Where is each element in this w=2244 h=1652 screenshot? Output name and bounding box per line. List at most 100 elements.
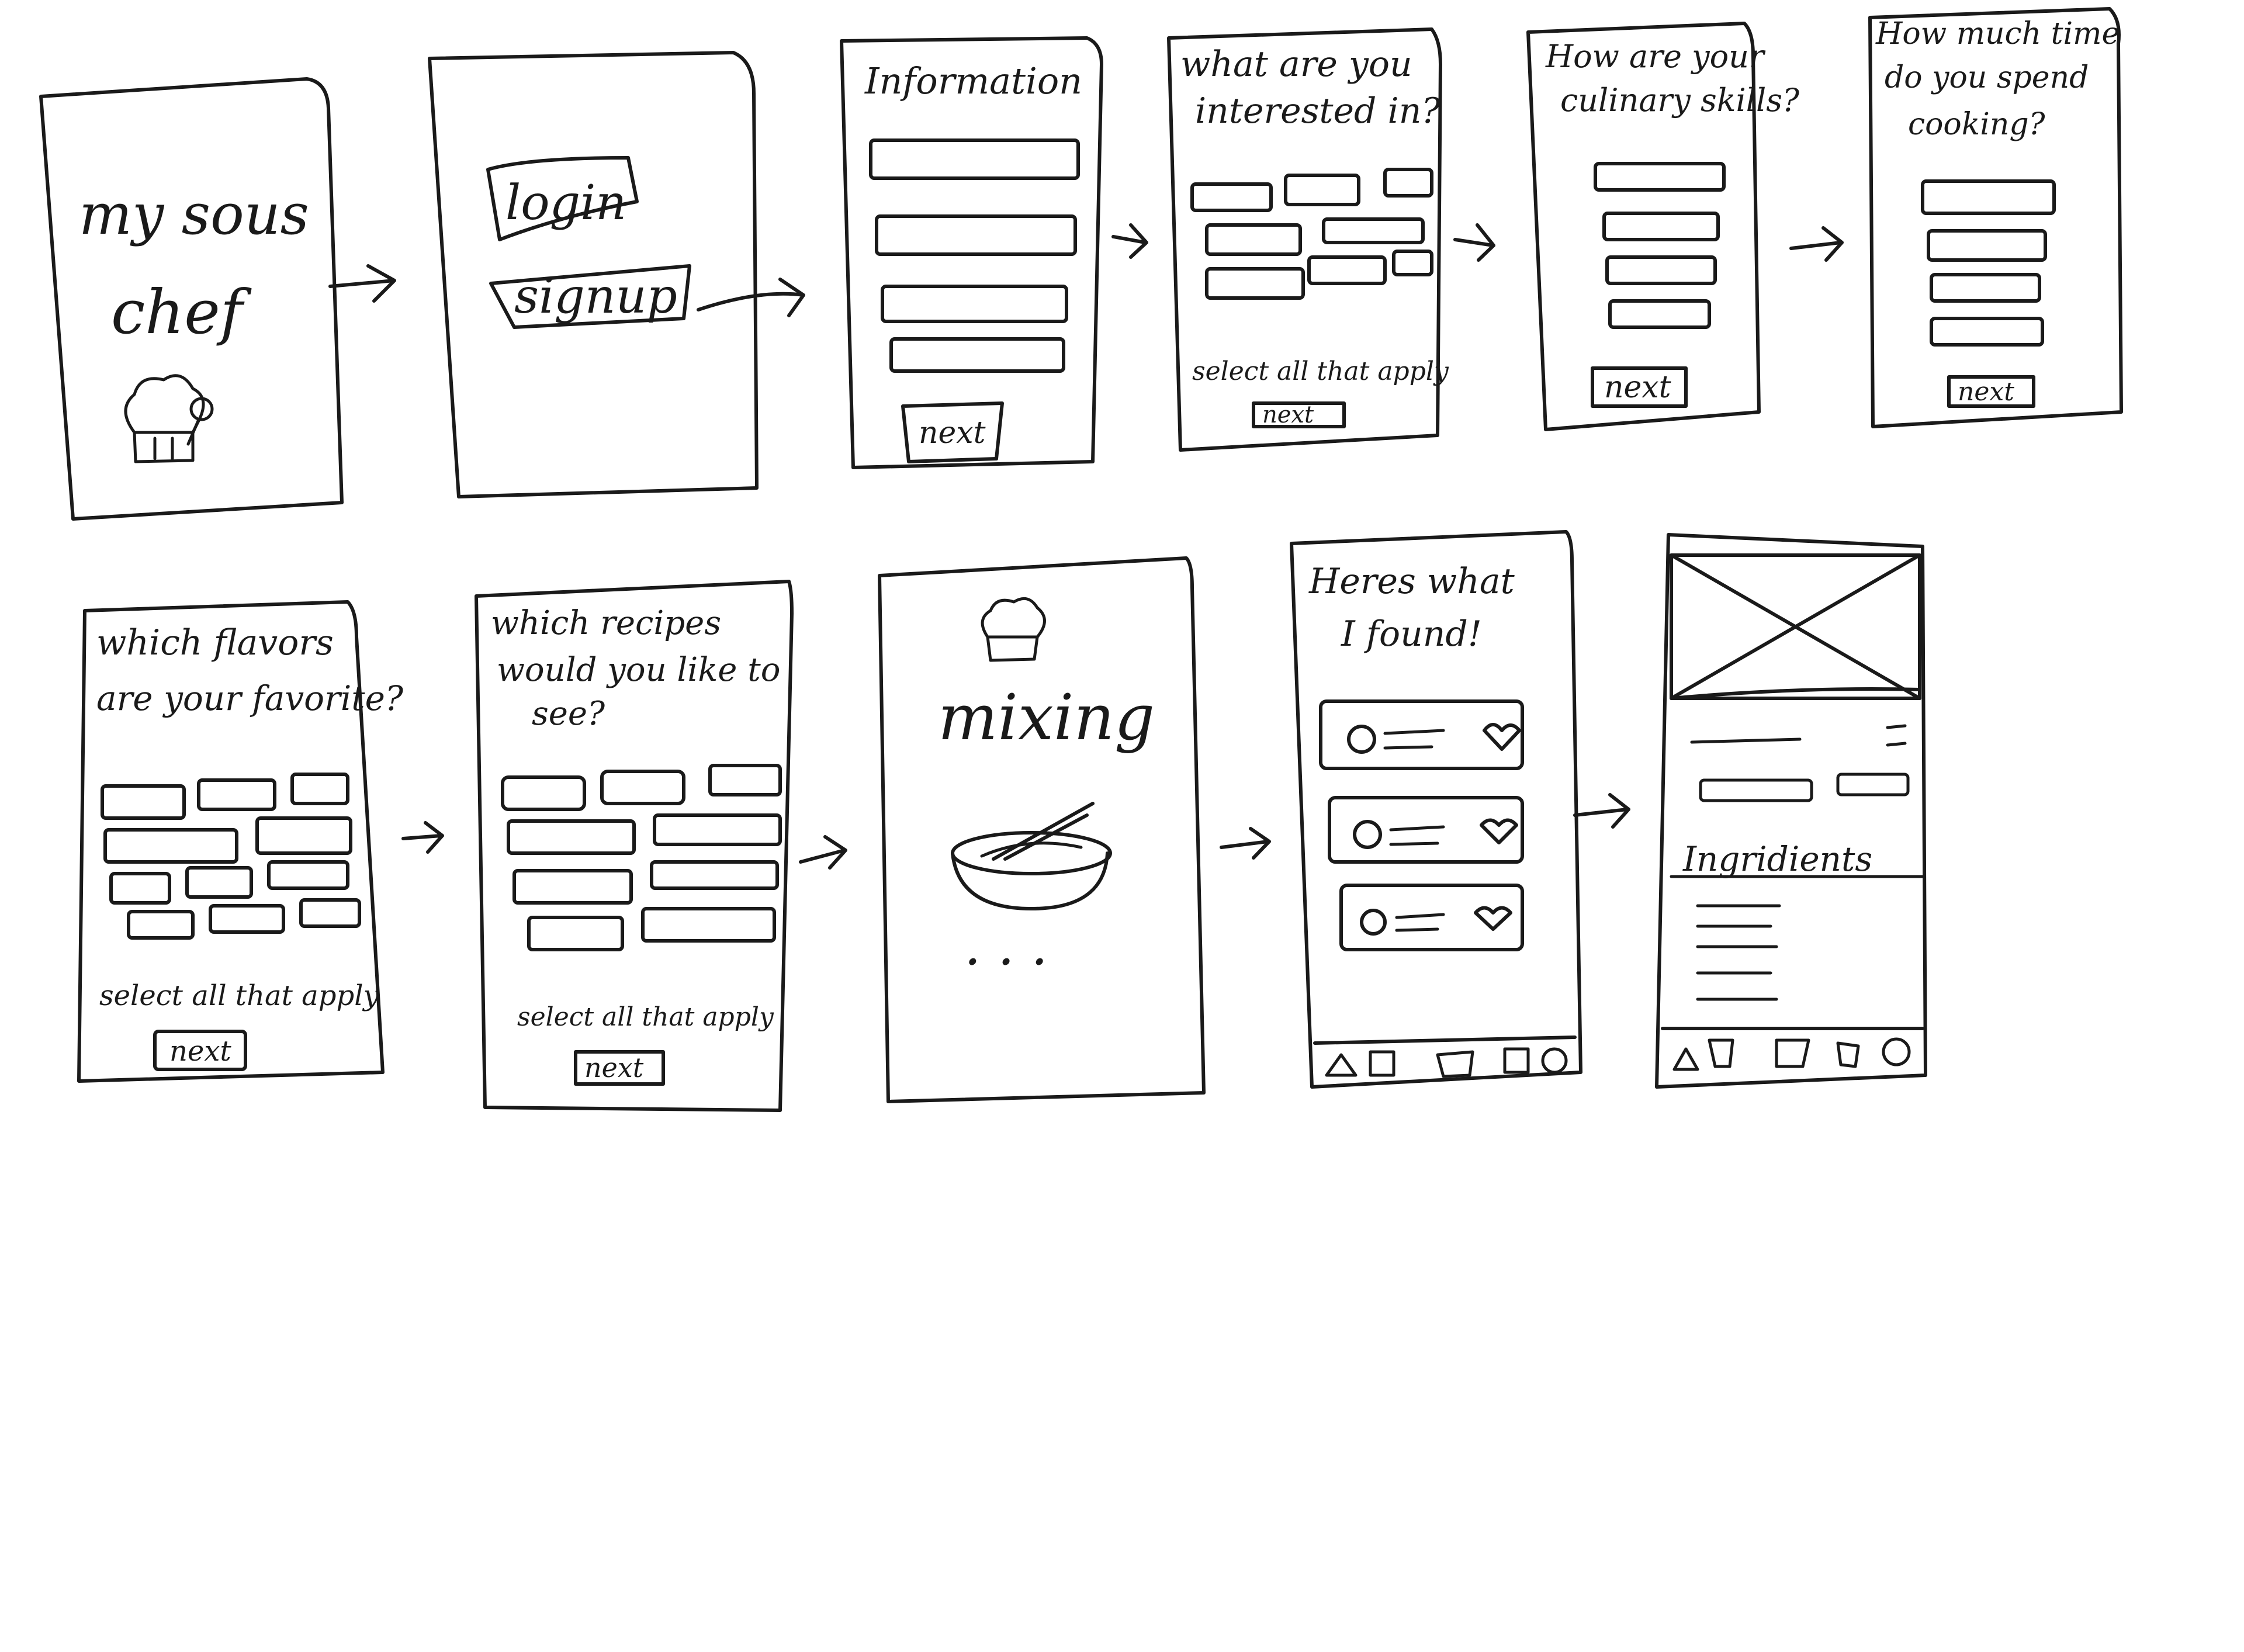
- arrow-6: [401, 821, 444, 854]
- info-field-3[interactable]: [881, 285, 1068, 323]
- skills-title-line1: How are your: [1545, 38, 1766, 75]
- recipe-option[interactable]: [527, 916, 624, 951]
- nav-card-icon[interactable]: [1436, 1050, 1474, 1078]
- flavor-option[interactable]: [101, 784, 186, 820]
- frame-mixing: mixing . . .: [878, 556, 1206, 1103]
- recipe-option[interactable]: [650, 860, 779, 890]
- mixing-label: mixing: [938, 681, 1155, 754]
- flavor-option[interactable]: [290, 773, 349, 805]
- interest-option[interactable]: [1190, 182, 1273, 212]
- nav-square-icon[interactable]: [1503, 1047, 1530, 1074]
- frame-time: How much time do you spend cooking? next: [1868, 7, 2123, 428]
- heart-icon[interactable]: [1480, 818, 1518, 844]
- description-lines: [1690, 724, 1907, 747]
- flavor-option[interactable]: [209, 904, 285, 934]
- interests-select-all: select all that apply: [1192, 356, 1449, 386]
- recipe-option[interactable]: [708, 764, 782, 796]
- interests-next-button[interactable]: [1252, 401, 1346, 428]
- detail-chip[interactable]: [1836, 773, 1910, 796]
- result-card-2[interactable]: [1328, 796, 1524, 864]
- flavor-option[interactable]: [109, 872, 171, 905]
- skills-title-line2: culinary skills?: [1560, 82, 1800, 119]
- frame-auth: login signup: [428, 51, 759, 498]
- heart-icon[interactable]: [1483, 723, 1521, 751]
- home-icon[interactable]: [1325, 1053, 1358, 1077]
- recipe-option[interactable]: [600, 770, 685, 805]
- profile-icon[interactable]: [1882, 1037, 1911, 1066]
- arrow-8: [1220, 827, 1271, 860]
- results-title-line2: I found!: [1341, 614, 1482, 654]
- time-option-4[interactable]: [1930, 317, 2044, 347]
- skill-option-3[interactable]: [1605, 255, 1717, 285]
- interest-option[interactable]: [1307, 255, 1387, 285]
- skill-option-4[interactable]: [1608, 299, 1711, 329]
- interest-option[interactable]: [1383, 168, 1433, 198]
- time-next-button[interactable]: [1947, 375, 2035, 408]
- flavor-option[interactable]: [197, 778, 276, 811]
- chef-hat-icon: [124, 374, 214, 463]
- arrow-7: [799, 835, 847, 870]
- info-field-2[interactable]: [875, 214, 1077, 256]
- skill-option-2[interactable]: [1602, 212, 1720, 241]
- flavor-option[interactable]: [299, 898, 361, 928]
- nav-tag-icon[interactable]: [1836, 1041, 1860, 1068]
- info-field-4[interactable]: [889, 337, 1065, 373]
- recipes-next-button[interactable]: [574, 1050, 665, 1086]
- signup-button[interactable]: [489, 264, 691, 329]
- arrow-5: [1789, 226, 1844, 262]
- skills-next-button[interactable]: [1591, 366, 1688, 408]
- bottom-nav-bar: [1313, 1035, 1577, 1078]
- bottom-nav-bar: [1661, 1027, 1924, 1071]
- flavor-option[interactable]: [267, 860, 349, 890]
- flavor-option[interactable]: [255, 816, 352, 855]
- chef-hat-icon: [981, 597, 1046, 662]
- nav-square-icon[interactable]: [1369, 1050, 1395, 1077]
- time-title-line3: cooking?: [1908, 107, 2046, 142]
- flavors-next-button[interactable]: [153, 1030, 247, 1071]
- interest-option[interactable]: [1205, 267, 1305, 300]
- recipes-select-all: select all that apply: [517, 1002, 774, 1032]
- info-next-button[interactable]: [901, 401, 1004, 463]
- skill-option-1[interactable]: [1594, 162, 1726, 192]
- frame-splash: my sous chef: [39, 77, 344, 521]
- time-title-line1: How much time: [1875, 16, 2120, 51]
- interest-option[interactable]: [1205, 223, 1302, 256]
- splash-title-line2: chef: [111, 276, 252, 348]
- interest-option[interactable]: [1392, 250, 1433, 276]
- result-card-1[interactable]: [1319, 699, 1524, 770]
- frame-recipes: which recipes would you like to see? sel…: [475, 580, 794, 1112]
- flavor-option[interactable]: [103, 828, 238, 864]
- time-option-1[interactable]: [1921, 179, 2056, 215]
- recipe-thumbnail-icon: [1360, 909, 1387, 936]
- heart-icon[interactable]: [1474, 906, 1512, 931]
- flavor-option[interactable]: [127, 910, 195, 940]
- recipe-options: [501, 764, 782, 951]
- time-option-3[interactable]: [1930, 273, 2041, 303]
- result-card-3[interactable]: [1339, 884, 1524, 951]
- interest-option[interactable]: [1322, 217, 1425, 244]
- recipe-option[interactable]: [501, 775, 586, 811]
- frame-results: Heres what I found!: [1290, 530, 1582, 1089]
- recipe-option[interactable]: [512, 869, 633, 905]
- login-label: login: [505, 175, 626, 231]
- home-icon[interactable]: [1672, 1047, 1699, 1071]
- time-next-label: next: [1958, 377, 2014, 407]
- recipe-option[interactable]: [641, 907, 776, 943]
- nav-card-icon[interactable]: [1775, 1038, 1810, 1068]
- login-button[interactable]: [486, 156, 639, 241]
- frame-recipe-detail: Ingridients: [1655, 533, 1927, 1089]
- detail-chip[interactable]: [1699, 778, 1813, 802]
- nav-cup-icon[interactable]: [1708, 1038, 1734, 1068]
- frame-flavors: which flavors are your favorite? select …: [77, 600, 404, 1083]
- divider: [1670, 687, 1921, 700]
- arrow-2: [697, 278, 805, 317]
- profile-icon[interactable]: [1541, 1047, 1568, 1074]
- recipe-option[interactable]: [653, 813, 782, 846]
- flavor-option[interactable]: [185, 866, 253, 899]
- interest-options: [1190, 168, 1433, 300]
- interest-option[interactable]: [1284, 174, 1360, 206]
- recipe-option[interactable]: [507, 819, 636, 855]
- info-field-1[interactable]: [869, 138, 1080, 180]
- flavors-title-line2: are your favorite?: [96, 678, 404, 718]
- time-option-2[interactable]: [1927, 229, 2047, 262]
